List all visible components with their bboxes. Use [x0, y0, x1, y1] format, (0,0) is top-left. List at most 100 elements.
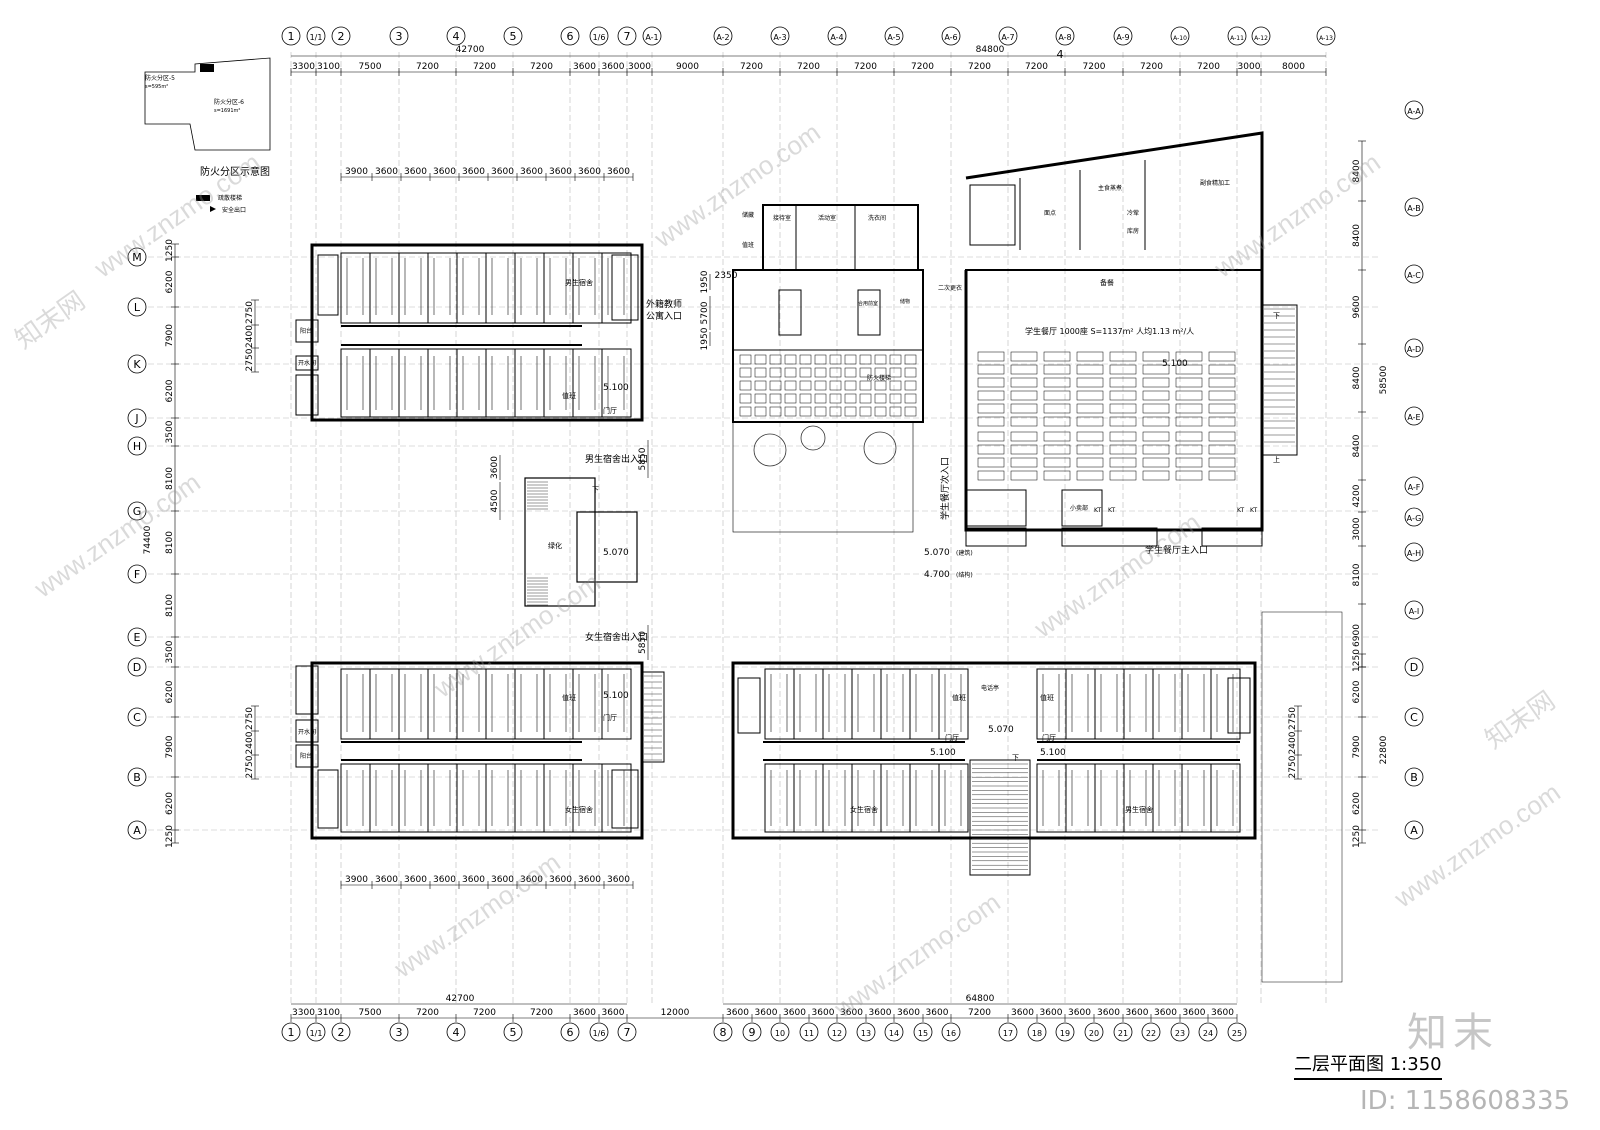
table	[1175, 416, 1203, 427]
table	[889, 354, 902, 365]
dimension-text: 7200	[530, 1008, 553, 1018]
table	[874, 367, 887, 378]
table	[1142, 403, 1170, 414]
room-label: 值班	[562, 391, 576, 400]
table	[1109, 403, 1137, 414]
axis-label: A-2	[716, 33, 729, 42]
table	[829, 380, 842, 391]
dorm-room	[1065, 668, 1096, 740]
dorm-room	[514, 348, 545, 418]
dimension-text: 7200	[473, 62, 496, 72]
dimension-text: 3600	[520, 167, 543, 177]
balcony	[295, 319, 319, 343]
dorm-room	[456, 668, 487, 740]
stair-room	[965, 489, 1027, 527]
axis-bubble	[127, 501, 147, 521]
axis-bubble	[1141, 1022, 1161, 1042]
dimension-text: 7200	[530, 62, 553, 72]
room-label: 副食精加工	[1200, 179, 1230, 187]
dimension-text: 3300	[292, 62, 315, 72]
dimension-text: 7500	[359, 1008, 382, 1018]
axis-label: 1/6	[593, 1029, 606, 1038]
axis-bubble	[560, 1022, 580, 1042]
drawing-title: 二层平面图 1:350	[1294, 1050, 1442, 1080]
room-label: 开水间	[298, 728, 316, 736]
axis-bubble	[127, 707, 147, 727]
exterior-stair	[1261, 304, 1298, 456]
axis-label: J	[134, 412, 138, 425]
axis-label: A-5	[887, 33, 900, 42]
table	[1175, 431, 1203, 442]
axis-label: 6	[567, 30, 574, 43]
elevation-mark: 5.070	[924, 548, 950, 558]
axis-bubble	[127, 564, 147, 584]
entry-label: 公寓入口	[646, 310, 682, 322]
entry-label: 男生宿舍出入口	[585, 453, 648, 465]
axis-bubble	[1404, 338, 1424, 358]
table	[1043, 377, 1071, 388]
axis-bubble	[884, 1022, 904, 1042]
table	[1208, 457, 1236, 468]
table	[1109, 364, 1137, 375]
dorm-room	[340, 763, 371, 833]
table	[1076, 457, 1104, 468]
axis-bubble	[306, 1022, 326, 1042]
dimension-total: 42700	[446, 994, 475, 1004]
kt-label: KT	[1108, 507, 1115, 514]
table	[889, 380, 902, 391]
axis-label: F	[134, 568, 140, 581]
entry-label: 外籍教师	[646, 298, 682, 310]
dorm-room	[543, 348, 574, 418]
table	[844, 406, 857, 417]
axis-label: 1	[288, 30, 295, 43]
table	[1142, 431, 1170, 442]
axis-bubble	[127, 436, 147, 456]
table	[844, 380, 857, 391]
dorm-room	[340, 668, 371, 740]
table	[1208, 444, 1236, 455]
legend-zone-6: 防火分区-6	[214, 98, 244, 106]
table	[784, 367, 797, 378]
axis-label: A-6	[944, 33, 957, 42]
dimension-text: 7200	[473, 1008, 496, 1018]
dimension-text: 3600	[783, 1008, 806, 1018]
axis-label: A	[1410, 824, 1418, 837]
axis-label: 2	[338, 1026, 345, 1039]
dimension-text: 3600	[840, 1008, 863, 1018]
stair	[317, 769, 339, 829]
table	[1208, 377, 1236, 388]
table	[977, 444, 1005, 455]
table	[1010, 416, 1038, 427]
room-label: 门厅	[1042, 733, 1056, 742]
axis-bubble	[799, 1022, 819, 1042]
lower-right-dorm-outline	[731, 661, 1257, 840]
dimension-text: 7200	[911, 62, 934, 72]
dimension-text: 3600	[755, 1008, 778, 1018]
elevation-mark: 5.070	[988, 725, 1014, 735]
room-label: 门厅	[945, 733, 959, 742]
axis-label: 20	[1089, 1029, 1099, 1038]
teacher-apartment-core	[732, 269, 924, 423]
toilet	[295, 374, 319, 416]
dimension-text: 3600	[602, 1008, 625, 1018]
watermark-id: ID: 1158608335	[1360, 1086, 1571, 1116]
legend-map	[144, 57, 271, 151]
room-label: 电话亭	[981, 684, 999, 692]
dorm-room	[1065, 763, 1096, 833]
dorm-room	[427, 763, 458, 833]
dimension-text: 3600	[1097, 1008, 1120, 1018]
table	[814, 380, 827, 391]
dimension-text: 3600	[462, 875, 485, 885]
axis-label: 1/1	[310, 33, 323, 42]
axis-label: A-10	[1173, 35, 1187, 42]
table	[1175, 377, 1203, 388]
dimension-text: 2750	[245, 707, 255, 730]
dimension-text: 3600	[573, 1008, 596, 1018]
table	[1175, 390, 1203, 401]
axis-bubble	[127, 408, 147, 428]
ac-units	[965, 527, 1027, 547]
axis-label: A-4	[830, 33, 843, 42]
stair	[969, 184, 1016, 246]
dorm-room	[485, 252, 516, 324]
stair	[317, 254, 339, 316]
